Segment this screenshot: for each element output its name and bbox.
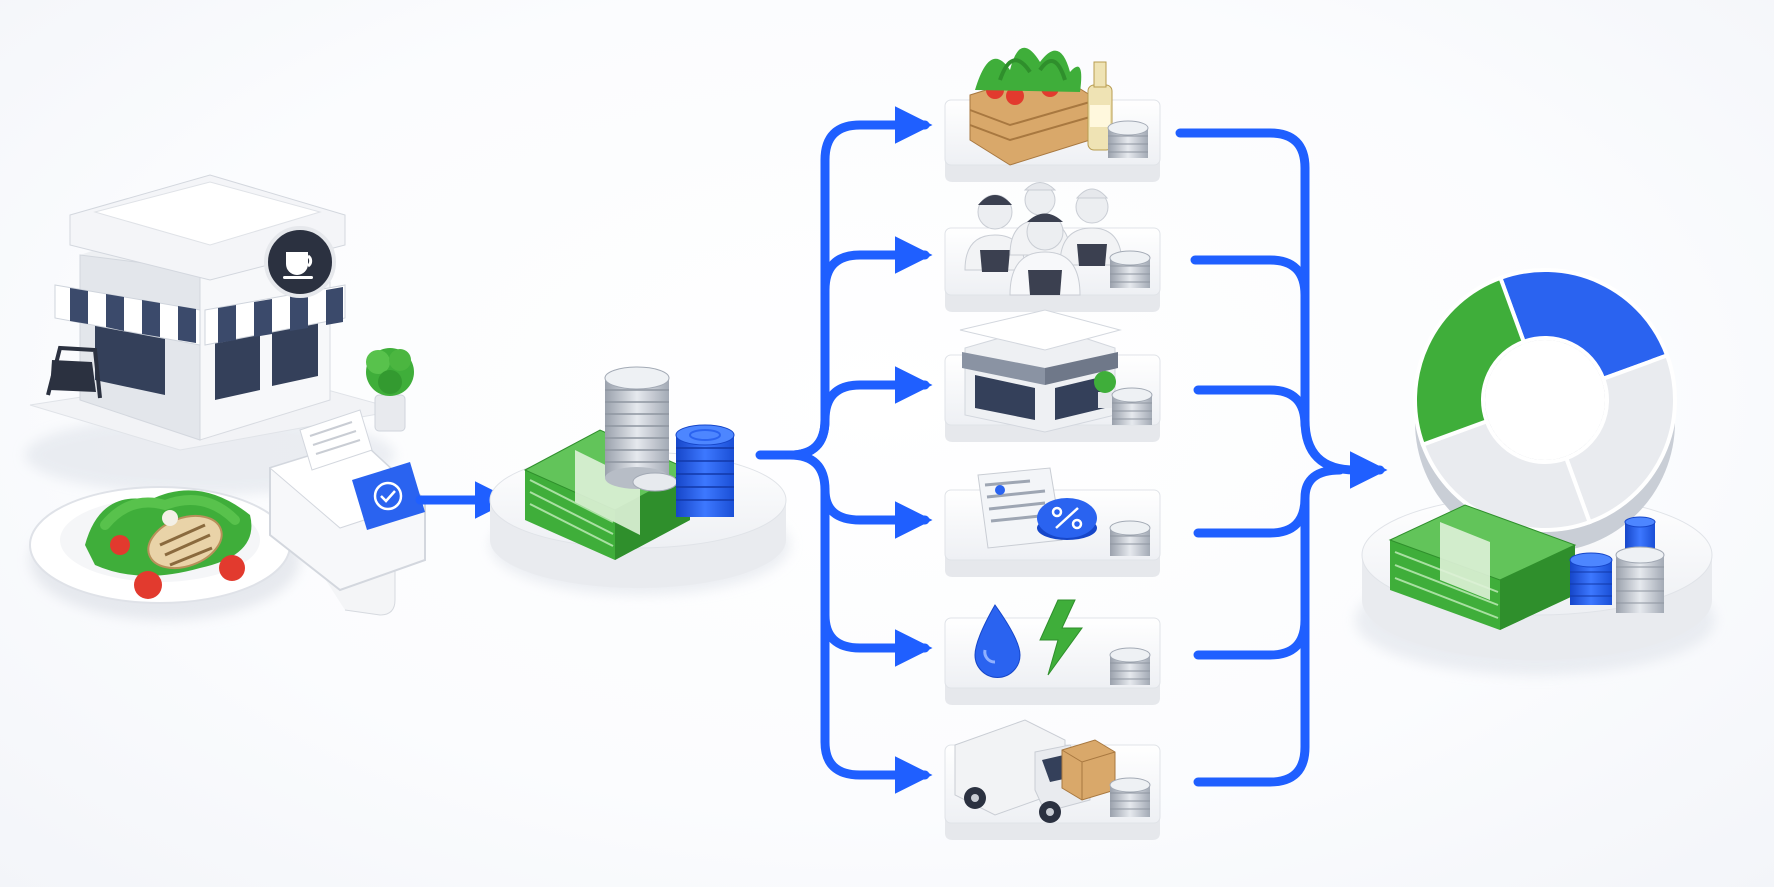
merge-arrow-utilities <box>1198 500 1305 655</box>
coin-stack-icon <box>1110 778 1150 817</box>
branch-arrow-taxes <box>790 455 925 520</box>
merge-arrow-staff <box>1195 260 1305 295</box>
cost-tile-delivery <box>945 720 1160 840</box>
coffee-cup-icon <box>266 228 334 296</box>
merge-arrow-taxes <box>1198 470 1340 533</box>
merge-arrows <box>1180 133 1380 782</box>
branch-arrow-staff <box>825 255 925 290</box>
coin-stack-icon <box>1112 388 1152 425</box>
cost-tile-taxes <box>945 468 1160 577</box>
cost-tile-utilities <box>945 600 1160 705</box>
result-group <box>1355 270 1715 675</box>
coin-stack-icon <box>1110 521 1150 556</box>
storefront-rent-icon <box>960 310 1120 432</box>
merge-arrow-rent <box>1198 390 1305 425</box>
restaurant-group <box>25 175 425 620</box>
cost-tiles <box>945 48 1160 840</box>
cost-tile-staff <box>945 183 1160 313</box>
branch-arrow-rent <box>790 385 925 455</box>
coin-stack-icon <box>1108 121 1148 158</box>
merge-arrow-delivery <box>1198 620 1305 782</box>
merge-arrow-main <box>1180 133 1380 470</box>
cost-tile-rent <box>945 310 1160 442</box>
coin-stack-icon <box>1110 648 1150 685</box>
percent-badge-icon <box>1037 498 1097 540</box>
cardboard-box-icon <box>1062 740 1115 800</box>
branch-arrow-ingredients <box>760 125 925 455</box>
donut-hole <box>1485 340 1605 460</box>
plant-icon <box>366 348 414 431</box>
distribution-arrows <box>760 125 925 775</box>
cost-tile-ingredients <box>945 48 1160 182</box>
salad-plate-icon <box>30 487 300 620</box>
storefront-icon <box>55 175 345 440</box>
coin-stack-icon <box>1110 251 1150 288</box>
revenue-group <box>490 367 790 595</box>
